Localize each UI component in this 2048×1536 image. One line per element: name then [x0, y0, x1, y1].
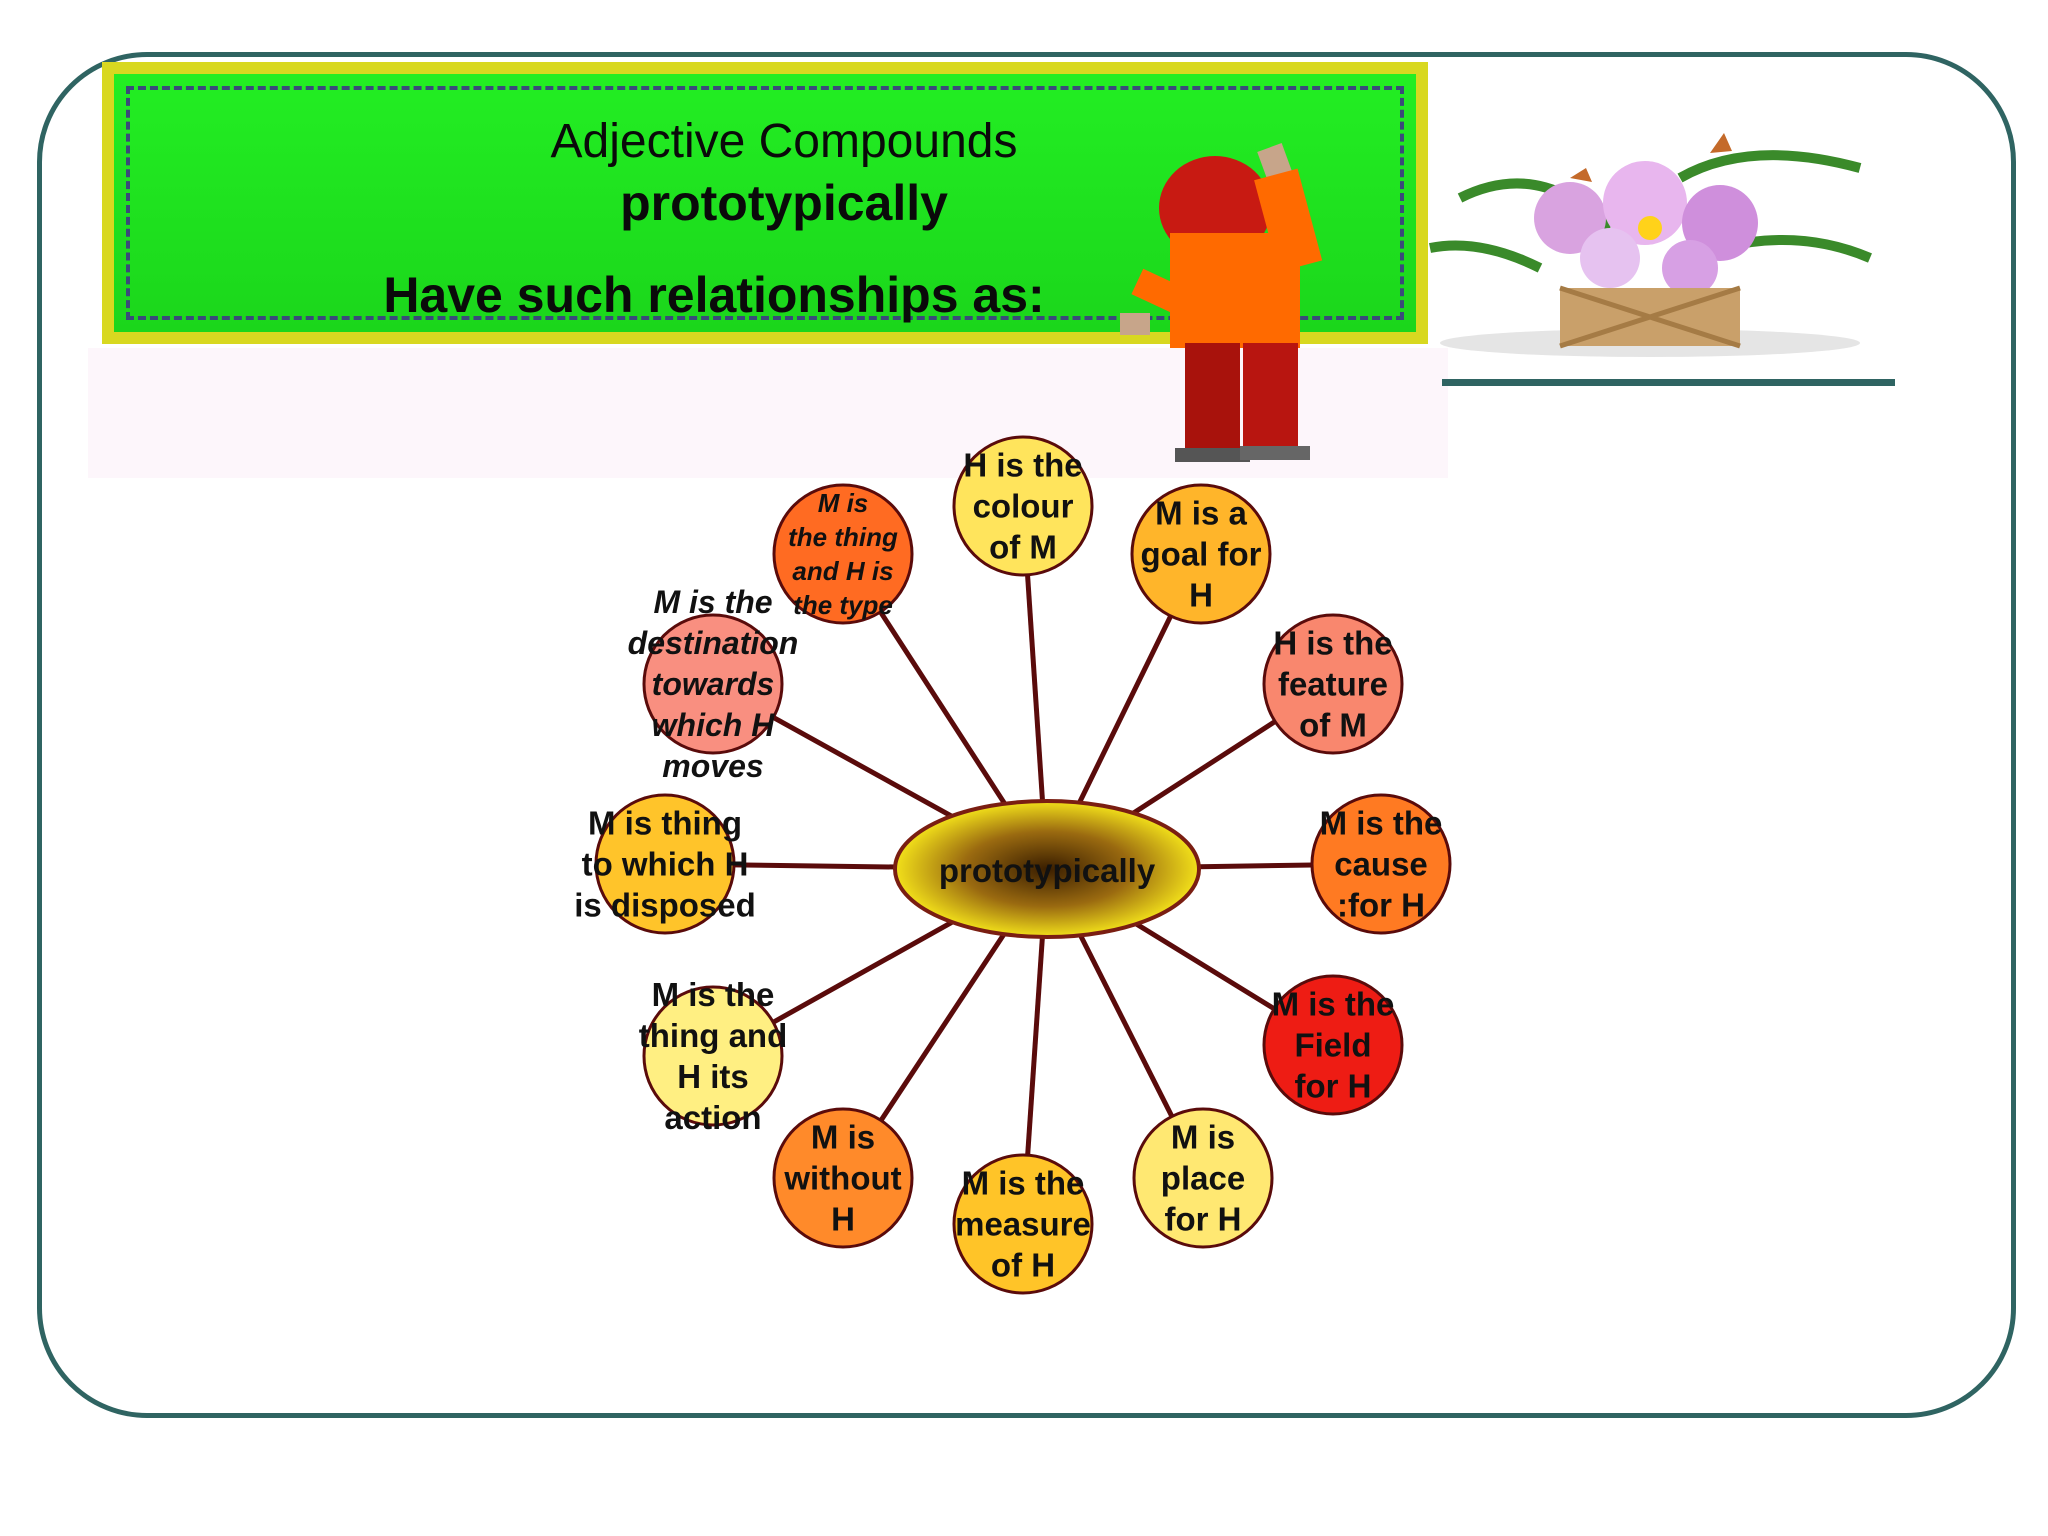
node-label-feature: of M — [1299, 707, 1367, 744]
banner-border — [126, 86, 1404, 320]
node-circle-cause — [1310, 793, 1452, 935]
node-circle-without — [772, 1107, 914, 1249]
node-label-field: for H — [1295, 1068, 1372, 1105]
node-label-colour: H is the — [963, 447, 1082, 484]
node-label-disposed: to which H — [582, 846, 749, 883]
node-label-type: and H is — [792, 556, 893, 586]
node-circle-disposed — [594, 793, 736, 935]
node-label-goal: M is a — [1155, 495, 1247, 532]
node-measure: M is the measure of H — [952, 1153, 1094, 1295]
slide-frame — [37, 52, 2016, 1418]
node-label-disposed: is disposed — [574, 887, 756, 924]
node-label-place: M is — [1171, 1119, 1235, 1156]
node-circle-colour — [952, 435, 1094, 577]
node-circle-place — [1132, 1107, 1274, 1249]
node-label-action: thing and — [639, 1017, 787, 1054]
node-label-action: M is the — [652, 976, 775, 1013]
node-circle-destination — [642, 613, 784, 755]
node-label-destination: M is the — [653, 584, 772, 620]
node-label-type: the thing — [788, 522, 898, 552]
node-label-feature: H is the — [1273, 625, 1392, 662]
node-label-measure: of H — [991, 1247, 1055, 1284]
node-label-destination: which H — [652, 707, 776, 743]
node-label-place: for H — [1165, 1201, 1242, 1238]
center-ellipse — [893, 799, 1201, 939]
node-label-goal: goal for — [1141, 536, 1262, 573]
node-cause: M is the cause :for H — [1310, 793, 1452, 935]
node-label-goal: H — [1189, 577, 1213, 614]
node-circle-action — [642, 985, 784, 1127]
node-label-without: M is — [811, 1119, 875, 1156]
node-label-feature: feature — [1278, 666, 1388, 703]
node-label-disposed: M is thing — [588, 805, 742, 842]
slide-title: Adjective Compounds — [550, 115, 1018, 168]
slide-subtitle: prototypically — [620, 175, 948, 231]
node-label-colour: colour — [973, 488, 1074, 525]
flower-basket-icon — [1429, 133, 1872, 357]
node-label-field: M is the — [1272, 986, 1395, 1023]
node-label-field: Field — [1294, 1027, 1371, 1064]
node-circle-feature — [1262, 613, 1404, 755]
node-circle-type — [772, 483, 914, 625]
node-label-destination: towards — [652, 666, 775, 702]
node-label-action: H its — [677, 1058, 749, 1095]
node-label-measure: M is the — [962, 1165, 1085, 1202]
node-label-destination: destination — [628, 625, 799, 661]
node-label-action: action — [664, 1099, 761, 1136]
node-label-without: H — [831, 1201, 855, 1238]
node-destination: M is the destination towards which H moves — [628, 584, 799, 784]
node-label-cause: :for H — [1337, 887, 1425, 924]
node-feature: H is the feature of M — [1262, 613, 1404, 755]
node-label-place: place — [1161, 1160, 1245, 1197]
node-label-type: the type — [793, 590, 893, 620]
node-label-cause: cause — [1334, 846, 1428, 883]
node-label-without: without — [783, 1160, 901, 1197]
node-type: M is the thing and H is the type — [772, 483, 914, 625]
node-label-colour: of M — [989, 529, 1057, 566]
node-circle-measure — [952, 1153, 1094, 1295]
node-label-type: M is — [818, 488, 869, 518]
accent-line — [1442, 379, 1895, 386]
node-circle-field — [1262, 974, 1404, 1116]
node-label-measure: measure — [955, 1206, 1091, 1243]
node-place: M is place for H — [1132, 1107, 1274, 1249]
slide-heading: Have such relationships as: — [383, 267, 1045, 323]
node-colour: H is the colour of M — [952, 435, 1094, 577]
center-label: prototypically — [939, 852, 1156, 889]
node-circle-goal — [1130, 483, 1272, 625]
node-label-destination: moves — [662, 748, 763, 784]
node-label-cause: M is the — [1320, 805, 1443, 842]
node-action: M is the thing and H its action — [639, 976, 787, 1136]
node-disposed: M is thing to which H is disposed — [574, 793, 756, 935]
person-waving-icon — [1120, 143, 1323, 462]
